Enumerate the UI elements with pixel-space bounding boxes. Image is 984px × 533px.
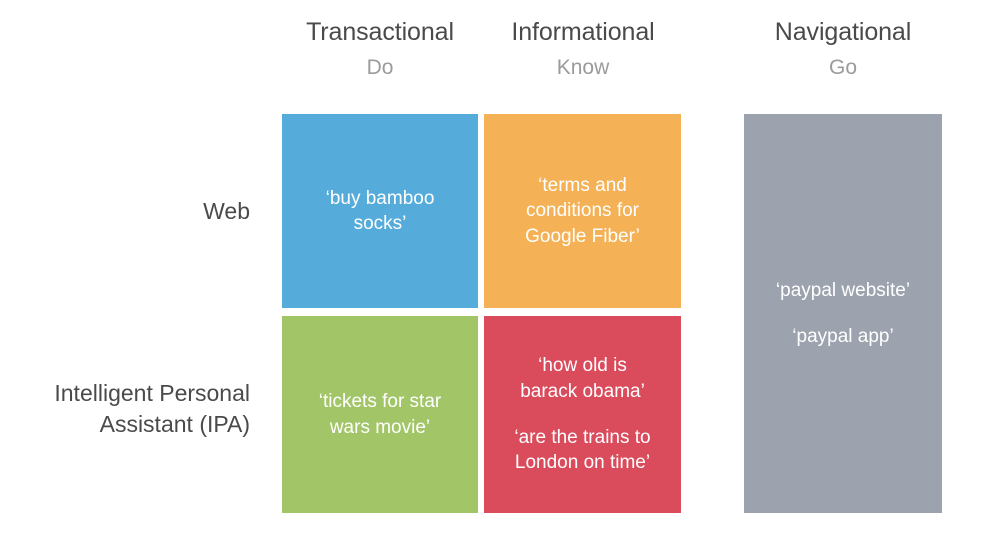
cell-ipa-informational: ‘how old is barack obama’ ‘are the train… (484, 316, 681, 513)
column-title: Transactional (306, 18, 454, 46)
cell-web-informational: ‘terms and conditions for Google Fiber’ (484, 114, 681, 308)
column-header-transactional: Transactional Do (280, 18, 480, 79)
query-text: ‘paypal app’ (792, 326, 894, 347)
cell-ipa-transactional: ‘tickets for star wars movie’ (282, 316, 478, 513)
cell-navigational: ‘paypal website’ ‘paypal app’ (744, 114, 942, 513)
column-subtitle: Go (828, 56, 857, 79)
column-title: Navigational (774, 18, 912, 46)
cell-web-transactional: ‘buy bamboo socks’ (282, 114, 478, 308)
row-label-ipa: Intelligent Personal Assistant (IPA) (54, 380, 250, 438)
column-subtitle: Know (556, 56, 610, 79)
query-text: ‘paypal website’ (775, 279, 911, 301)
query-text: ‘are the trains to London on time’ (514, 427, 651, 474)
column-header-informational: Informational Know (483, 18, 683, 79)
query-text: ‘terms and conditions for Google Fiber’ (525, 174, 640, 247)
column-title: Informational (511, 18, 655, 46)
column-subtitle: Do (366, 56, 394, 79)
query-text: ‘tickets for star wars movie’ (318, 391, 442, 438)
row-label-web: Web (203, 198, 250, 224)
query-text: ‘buy bamboo socks’ (325, 187, 435, 234)
query-text: ‘how old is barack obama’ (520, 355, 645, 402)
column-header-navigational: Navigational Go (743, 18, 943, 79)
